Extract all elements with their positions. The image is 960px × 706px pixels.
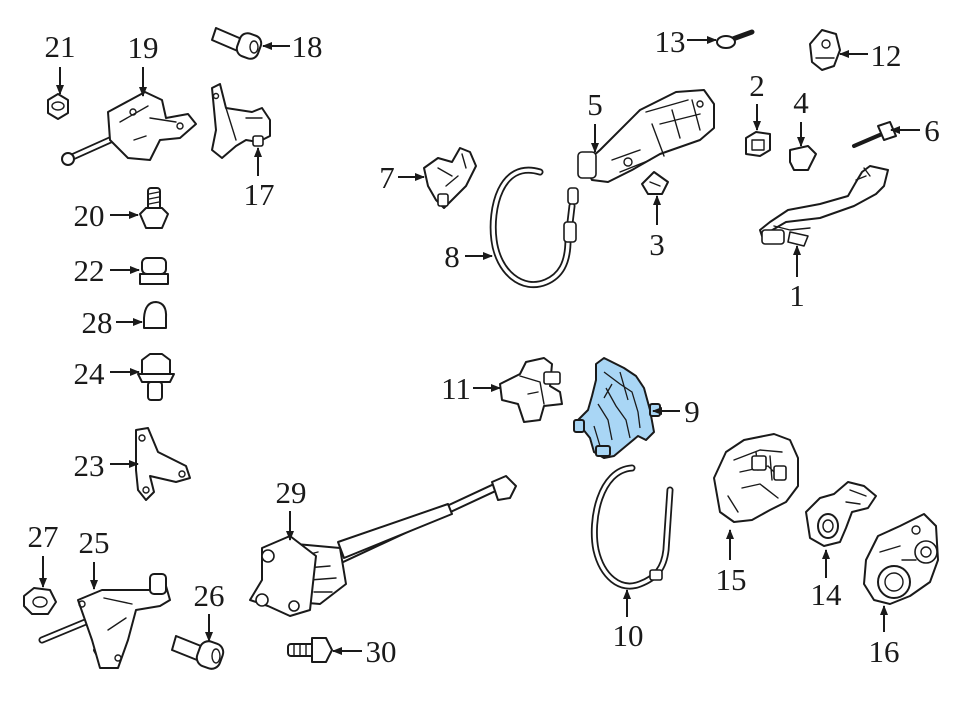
callout-8: 8 [444,239,460,274]
part-1-handle[interactable] [759,165,889,247]
callout-26: 26 [194,578,225,613]
part-24-bolt[interactable] [137,353,175,401]
callout-21: 21 [45,29,76,64]
leader-lines [39,36,920,655]
callout-13: 13 [655,24,686,59]
part-6-screw[interactable] [852,121,897,148]
callout-23: 23 [74,448,105,483]
callout-4: 4 [793,85,809,120]
callout-12: 12 [871,38,902,73]
part-8-cable[interactable] [489,166,579,289]
part-23-bracket[interactable] [135,427,191,501]
callout-28: 28 [82,305,113,340]
part-11-bracket[interactable] [499,357,563,423]
callout-9: 9 [684,394,700,429]
callout-11: 11 [441,371,471,406]
callout-15: 15 [716,562,747,597]
part-2-gasket[interactable] [745,131,771,157]
part-14-switch[interactable] [805,481,877,547]
part-28-cap[interactable] [143,301,168,329]
part-19-hinge[interactable] [61,91,197,166]
callout-24: 24 [74,356,106,391]
part-12-clip[interactable] [809,29,841,71]
part-27-nut[interactable] [23,587,57,615]
part-17-bracket[interactable] [211,83,271,159]
callout-2: 2 [749,68,765,103]
part-29-actuator[interactable] [249,475,517,617]
callout-6: 6 [924,113,940,148]
callout-25: 25 [79,525,110,560]
part-15-latch-housing[interactable] [713,433,799,523]
part-16-cover[interactable] [863,513,939,605]
callout-10: 10 [613,618,644,653]
callout-3: 3 [649,227,665,262]
callout-18: 18 [292,29,323,64]
callout-7: 7 [379,160,395,195]
part-20-bolt[interactable] [139,187,169,229]
callout-27: 27 [28,519,59,554]
part-21-nut[interactable] [47,93,69,120]
part-26-stud[interactable] [171,635,226,671]
part-30-screw[interactable] [287,637,333,663]
part-10-cable[interactable] [590,464,674,590]
part-18-stud[interactable] [211,27,263,61]
callout-22: 22 [74,253,105,288]
part-4-pad[interactable] [789,145,817,171]
callout-14: 14 [811,577,843,612]
callout-30: 30 [366,634,397,669]
part-9-latch-cover-highlighted[interactable] [573,357,661,459]
callout-29: 29 [276,475,307,510]
callout-17: 17 [244,177,275,212]
callout-16: 16 [869,634,900,669]
callout-19: 19 [128,30,159,65]
part-22-cap-nut[interactable] [139,257,169,285]
callout-5: 5 [587,87,603,122]
part-5-handle-frame[interactable] [577,89,715,183]
part-13-screw[interactable] [716,29,755,49]
callout-1: 1 [789,278,805,313]
part-7-clip[interactable] [423,147,477,209]
callout-20: 20 [74,198,105,233]
callout-numbers: 21 19 18 17 20 22 28 24 23 27 25 26 29 3… [28,24,940,669]
part-25-hinge[interactable] [38,573,171,669]
part-3-clip[interactable] [641,171,669,195]
